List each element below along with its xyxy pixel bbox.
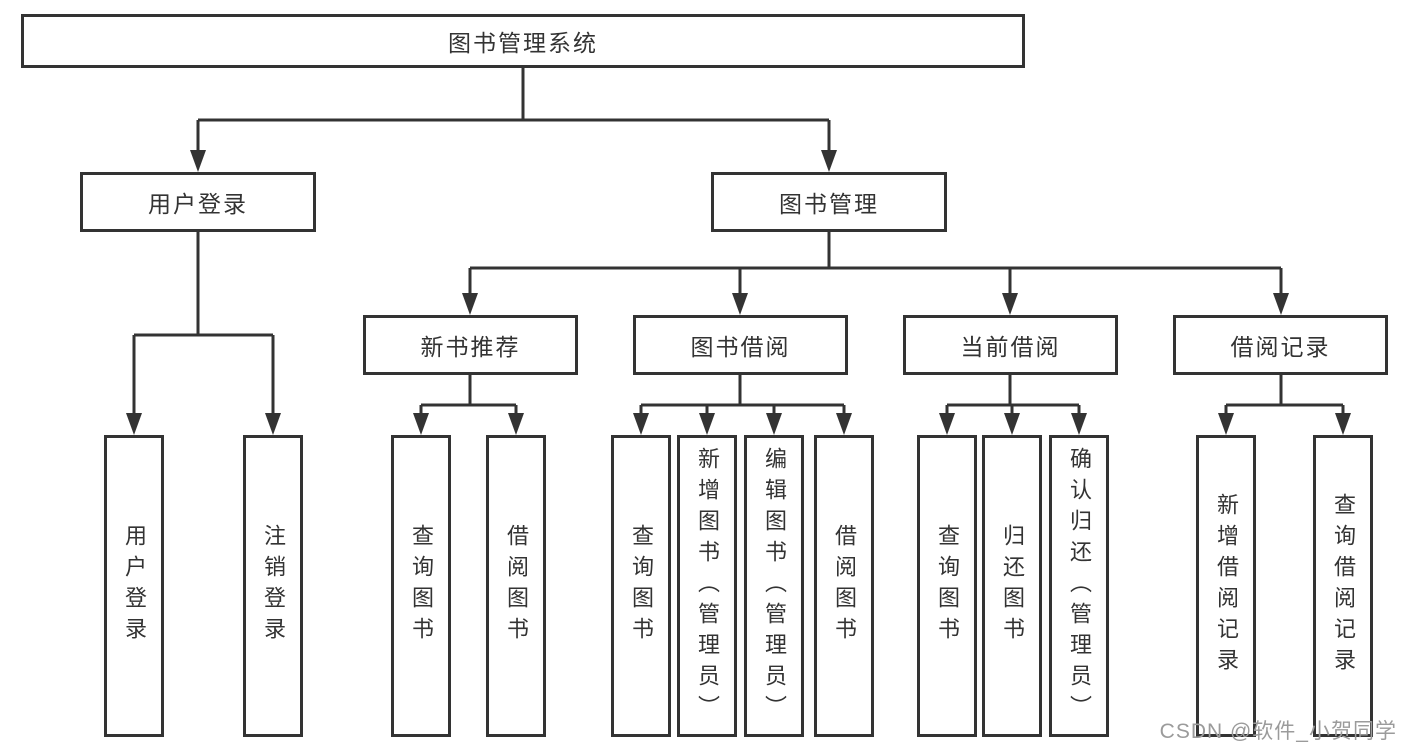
connector-lines: [132, 68, 1345, 419]
arrow-leaf-5b: [1335, 413, 1351, 435]
leaf-label: 查询图书: [409, 524, 434, 648]
connector-root-to-level2: [196, 68, 831, 156]
arrow-to-newrec: [462, 293, 478, 315]
arrow-leaf-2b: [508, 413, 524, 435]
arrow-leaf-3c: [766, 413, 782, 435]
leaf-add-borrow-record: 新增借阅记录: [1196, 435, 1256, 737]
node-label: 图书管理: [779, 191, 879, 217]
node-current-borrow: 当前借阅: [903, 315, 1118, 375]
node-label: 借阅记录: [1230, 334, 1331, 360]
arrow-leaf-3d: [836, 413, 852, 435]
arrow-to-borrow: [732, 293, 748, 315]
node-borrow-records: 借阅记录: [1173, 315, 1388, 375]
connector-login-to-leaves: [132, 232, 275, 419]
node-library-management-system: 图书管理系统: [21, 14, 1025, 68]
node-label: 图书借阅: [690, 334, 791, 360]
leaf-borrow-books-recommend: 借阅图书: [486, 435, 546, 737]
leaf-label: 查询图书: [935, 524, 960, 648]
connector-current-to-leaves: [945, 375, 1081, 419]
leaf-label: 归还图书: [1000, 524, 1025, 648]
arrow-leaf-1a: [126, 413, 142, 435]
node-label: 当前借阅: [960, 334, 1061, 360]
node-user-login: 用户登录: [80, 172, 316, 232]
arrow-leaf-2a: [413, 413, 429, 435]
node-label: 新书推荐: [420, 334, 521, 360]
leaf-logout: 注销登录: [243, 435, 303, 737]
leaf-label: 确认归还（管理员）: [1067, 446, 1092, 726]
arrow-leaf-1b: [265, 413, 281, 435]
connector-records-to-leaves: [1224, 375, 1345, 419]
arrow-to-current: [1002, 293, 1018, 315]
leaf-query-books-current: 查询图书: [917, 435, 977, 737]
leaf-borrow-books: 借阅图书: [814, 435, 874, 737]
arrow-to-mgmt: [821, 150, 837, 172]
leaf-query-borrow-record: 查询借阅记录: [1313, 435, 1373, 737]
leaf-label: 编辑图书（管理员）: [762, 446, 787, 726]
node-book-borrow: 图书借阅: [633, 315, 848, 375]
arrow-leaf-5a: [1218, 413, 1234, 435]
node-label: 用户登录: [148, 191, 248, 217]
leaf-label: 新增借阅记录: [1214, 493, 1239, 679]
leaf-query-books-recommend: 查询图书: [391, 435, 451, 737]
leaf-edit-books-admin: 编辑图书（管理员）: [744, 435, 804, 737]
arrow-leaf-3b: [699, 413, 715, 435]
node-label: 图书管理系统: [448, 30, 598, 56]
arrow-leaf-4a: [939, 413, 955, 435]
leaf-label: 注销登录: [261, 524, 286, 648]
leaf-label: 新增图书（管理员）: [695, 446, 720, 726]
arrow-to-records: [1273, 293, 1289, 315]
leaf-label: 查询图书: [629, 524, 654, 648]
arrow-leaf-3a: [633, 413, 649, 435]
arrowheads: [126, 150, 1351, 435]
leaf-label: 用户登录: [122, 524, 147, 648]
leaf-add-books-admin: 新增图书（管理员）: [677, 435, 737, 737]
leaf-query-books-borrow: 查询图书: [611, 435, 671, 737]
leaf-label: 查询借阅记录: [1331, 493, 1356, 679]
leaf-label: 借阅图书: [504, 524, 529, 648]
arrow-to-login: [190, 150, 206, 172]
connector-newrec-to-leaves: [419, 375, 518, 419]
leaf-confirm-return-admin: 确认归还（管理员）: [1049, 435, 1109, 737]
arrow-leaf-4c: [1071, 413, 1087, 435]
arrow-leaf-4b: [1004, 413, 1020, 435]
node-new-book-recommend: 新书推荐: [363, 315, 578, 375]
leaf-label: 借阅图书: [832, 524, 857, 648]
node-book-management: 图书管理: [711, 172, 947, 232]
leaf-user-login: 用户登录: [104, 435, 164, 737]
leaf-return-books: 归还图书: [982, 435, 1042, 737]
csdn-watermark: CSDN @软件_小贺同学: [1159, 720, 1397, 743]
connector-borrow-to-leaves: [639, 375, 846, 419]
connector-mgmt-to-level3: [468, 232, 1283, 299]
